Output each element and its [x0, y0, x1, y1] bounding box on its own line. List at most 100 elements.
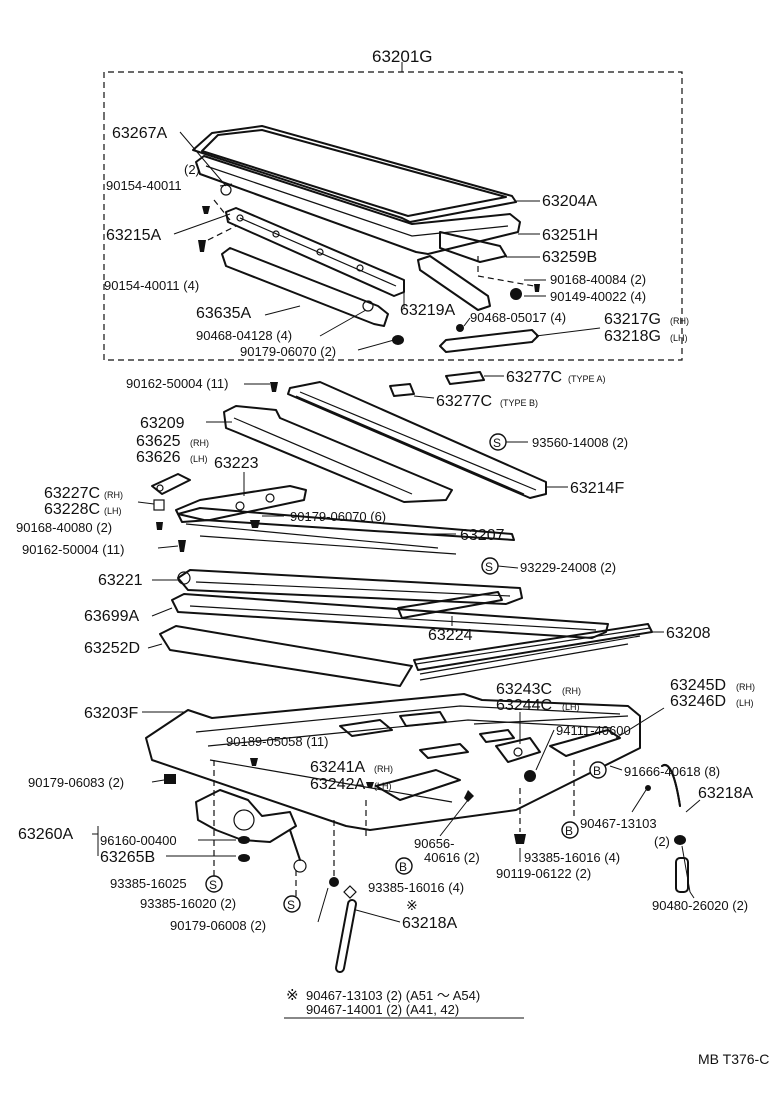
- label-63252D: 63252D: [84, 640, 140, 657]
- label-90168-40084: 90168-40084 (2): [550, 272, 646, 287]
- glass-panel-63204A: [192, 125, 517, 223]
- label-63243C: 63243C: [496, 681, 552, 698]
- label-63209: 63209: [140, 415, 185, 432]
- bolt-90189: [250, 758, 258, 766]
- label-90168-40080: 90168-40080 (2): [16, 520, 112, 535]
- svg-text:S: S: [493, 436, 501, 450]
- label-63203F: 63203F: [84, 705, 138, 722]
- mark-S-93560: S: [489, 433, 528, 451]
- bracket-63245D-63246D: [549, 729, 621, 757]
- label-63277C-b-type: (TYPE B): [500, 398, 538, 408]
- label-63228C-side: (LH): [104, 506, 122, 516]
- svg-text:S: S: [209, 878, 217, 892]
- mark-S-93385-16020: S: [283, 895, 301, 913]
- label-93385-16025: 93385-16025: [110, 876, 187, 891]
- label-63227C: 63227C: [44, 485, 100, 502]
- label-63221: 63221: [98, 572, 143, 589]
- label-63626: 63626: [136, 449, 181, 466]
- bracket-63243C-63244C: [495, 737, 541, 763]
- footnote-line-2: 90467-14001 (2) (A41, 42): [306, 1002, 459, 1017]
- label-93229-24008: 93229-24008 (2): [520, 560, 616, 575]
- housing-63203F: [145, 693, 641, 831]
- panel-63699A: [171, 593, 609, 639]
- label-90480-26020: 90480-26020 (2): [652, 898, 748, 913]
- label-63259B: 63259B: [542, 249, 597, 266]
- label-90162-50004-upper: 90162-50004 (11): [126, 376, 228, 391]
- label-90467-13103: 90467-13103: [580, 816, 657, 831]
- label-90656: 90656-: [414, 836, 454, 851]
- screw-90162-lower: [178, 540, 186, 552]
- label-93385-16020: 93385-16020 (2): [140, 896, 236, 911]
- label-63241A-side: (RH): [374, 764, 393, 774]
- label-63626-side: (LH): [190, 454, 208, 464]
- mark-B-91666: B: [589, 761, 607, 779]
- label-90179-06070-2: 90179-06070 (2): [240, 344, 336, 359]
- footnote-mark: ※: [286, 987, 299, 1004]
- label-90179-06083: 90179-06083 (2): [28, 775, 124, 790]
- hose-63218A-right: [661, 763, 689, 893]
- label-63635A: 63635A: [196, 305, 251, 322]
- rail-63219A: [417, 255, 491, 311]
- rails-63217G-63218G: [439, 327, 601, 353]
- bracket-63241A-63242A: [366, 769, 461, 801]
- deflector-63635A: [221, 247, 389, 327]
- retainer-63259B: [439, 231, 507, 263]
- label-63223: 63223: [214, 455, 259, 472]
- label-63267A: 63267A: [112, 125, 167, 142]
- label-90162-50004-lower: 90162-50004 (11): [22, 542, 124, 557]
- svg-text:S: S: [485, 560, 493, 574]
- label-63241A: 63241A: [310, 759, 365, 776]
- mark-S-93385-16025: S: [205, 875, 223, 893]
- label-63244C-side: (LH): [562, 702, 580, 712]
- label-90179-06070-6: 90179-06070 (6): [290, 509, 386, 524]
- note-mark-symbol: ※: [406, 897, 418, 913]
- mark-B-93385-lower: B: [395, 857, 413, 875]
- fasteners-upper: [198, 184, 540, 345]
- label-63208: 63208: [666, 625, 711, 642]
- label-qty-2: (2): [184, 162, 200, 177]
- seal-63252D: [159, 625, 413, 687]
- nut-90179-06083: [164, 774, 176, 784]
- svg-text:S: S: [287, 898, 295, 912]
- label-63214F: 63214F: [570, 480, 624, 497]
- label-63242A-side: (LH): [374, 781, 392, 791]
- cable-frame-63209: [223, 405, 453, 503]
- cable-63207: [177, 507, 515, 555]
- label-63224: 63224: [428, 627, 473, 644]
- label-93385-16016-lower: 93385-16016 (4): [368, 880, 464, 895]
- lead-lines-upper: [173, 131, 546, 351]
- label-63217G-side: (RH): [670, 316, 689, 326]
- bracket-63215A: [225, 207, 405, 297]
- label-63218G-side: (LH): [670, 333, 688, 343]
- label-93560-14008: 93560-14008 (2): [532, 435, 628, 450]
- clip-63277C: [389, 371, 504, 399]
- frame-63221: [177, 569, 523, 605]
- label-63251H: 63251H: [542, 227, 598, 244]
- mark-S-93229: S: [481, 557, 519, 575]
- label-63245D: 63245D: [670, 677, 726, 694]
- label-63277C-b: 63277C: [436, 393, 492, 410]
- label-63245D-side: (RH): [736, 682, 755, 692]
- assembly-63201G-box: [103, 62, 683, 361]
- motor-63260A: [195, 789, 307, 873]
- drive-bracket-63223: [175, 485, 307, 523]
- bracket-63625-63626: [151, 473, 191, 495]
- label-63699A: 63699A: [84, 608, 139, 625]
- label-63242A: 63242A: [310, 776, 365, 793]
- label-63244C: 63244C: [496, 697, 552, 714]
- label-63218A-bottom: 63218A: [402, 915, 457, 932]
- label-63219A: 63219A: [400, 302, 455, 319]
- svg-text:B: B: [565, 824, 573, 838]
- label-91666-40618: 91666-40618 (8): [624, 764, 720, 779]
- label-63246D-side: (LH): [736, 698, 754, 708]
- label-63228C: 63228C: [44, 501, 100, 518]
- washer-63265B: [238, 836, 250, 862]
- assembly-label: 63201G: [372, 47, 433, 66]
- hose-63218A-bottom: [335, 885, 357, 973]
- label-63277C-a-type: (TYPE A): [568, 374, 606, 384]
- label-63215A: 63215A: [106, 227, 161, 244]
- svg-text:B: B: [593, 764, 601, 778]
- label-63207: 63207: [460, 527, 505, 544]
- label-90179-06008: 90179-06008 (2): [170, 918, 266, 933]
